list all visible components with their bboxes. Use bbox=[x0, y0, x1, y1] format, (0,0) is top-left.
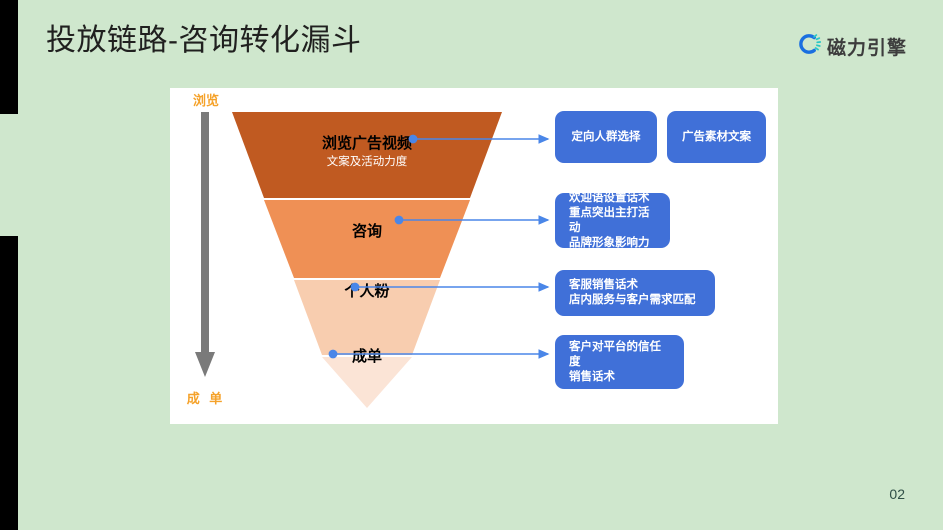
page-title: 投放链路-咨询转化漏斗 bbox=[46, 24, 362, 57]
funnel-segment-browse bbox=[232, 112, 502, 198]
stage-rail-top-label: 浏览 bbox=[192, 93, 219, 108]
content-panel: 浏览 成 单 浏览广告视频 文案及活动力度 bbox=[170, 88, 778, 424]
callout-text-targeting-audience: 定向人群选择 bbox=[571, 130, 641, 143]
conversion-funnel: 浏览广告视频 文案及活动力度 咨询 个人粉 成单 bbox=[232, 112, 502, 408]
funnel-shape bbox=[232, 112, 502, 408]
callout-text-service-script: 客服销售话术 店内服务与客户需求匹配 bbox=[569, 279, 696, 306]
callout-consult-script[interactable]: 欢迎语设置话术 重点突出主打活动 品牌形象影响力 bbox=[555, 191, 670, 249]
callout-text-ad-creative-copy: 广告素材文案 bbox=[682, 130, 751, 143]
funnel-segment-order bbox=[322, 357, 412, 408]
callout-text-consult-script: 欢迎语设置话术 重点突出主打活动 品牌形象影响力 bbox=[569, 191, 650, 249]
callout-trust-script[interactable]: 客户对平台的信任度 销售话术 bbox=[555, 335, 684, 389]
brand-logo: 磁力引擎 bbox=[795, 31, 907, 62]
down-arrow-icon bbox=[195, 112, 215, 377]
left-edge-bar-top bbox=[0, 0, 18, 114]
callout-ad-creative-copy[interactable]: 广告素材文案 bbox=[667, 111, 766, 163]
funnel-segment-consult bbox=[264, 200, 470, 278]
stage-rail: 浏览 成 单 bbox=[178, 90, 234, 420]
brand-logo-text: 磁力引擎 bbox=[826, 38, 907, 59]
stage-rail-bottom-label: 成 单 bbox=[186, 391, 226, 406]
funnel-segment-fans bbox=[294, 280, 440, 355]
page-number: 02 bbox=[889, 486, 905, 502]
callout-text-trust-script: 客户对平台的信任度 销售话术 bbox=[569, 340, 661, 383]
callout-targeting-audience[interactable]: 定向人群选择 bbox=[555, 111, 657, 163]
magnetic-engine-c-arc-icon bbox=[795, 31, 822, 62]
callout-service-script[interactable]: 客服销售话术 店内服务与客户需求匹配 bbox=[555, 270, 715, 316]
left-edge-bar-bottom bbox=[0, 236, 18, 530]
